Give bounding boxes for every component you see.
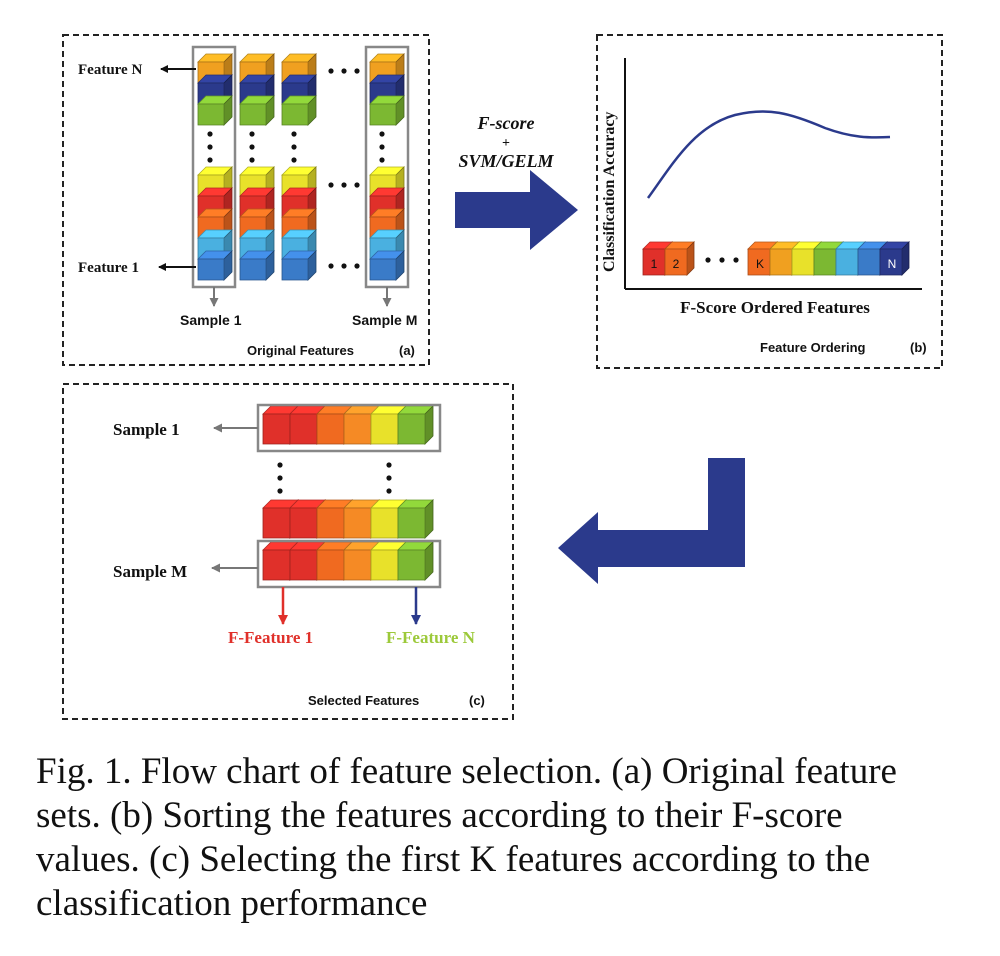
column-ellipsis-top (328, 68, 360, 74)
panel-a: Feature N Feature 1 Sample 1 Sample M Or… (62, 34, 430, 366)
panel-b-frame (596, 34, 943, 369)
sample-m-label: Sample M (352, 312, 417, 328)
caption-line-1: Fig. 1. Flow chart of feature selection.… (36, 751, 897, 792)
arrow-label-fscore: F-score (477, 113, 535, 133)
feature-cube (197, 95, 233, 126)
accuracy-curve (646, 110, 891, 199)
cube-label-1: 1 (651, 257, 658, 271)
arrow-label-svm-gelm: SVM/GELM (458, 151, 554, 171)
cube-label-n: N (888, 257, 897, 271)
feature-cube (397, 541, 434, 581)
ordered-features-ellipsis (705, 257, 739, 263)
flow-arrow-a-to-b: F-score + SVM/GELM (455, 113, 578, 250)
feature-cube (397, 405, 434, 445)
panel-c-frame (62, 383, 514, 720)
panel-c-title: Selected Features (308, 693, 419, 708)
panel-a-frame (62, 34, 430, 366)
f-feature-n-label: F-Feature N (386, 628, 476, 647)
panel-a-tag: (a) (399, 343, 415, 358)
feature-cube (369, 95, 405, 126)
feature-cube (369, 250, 405, 281)
rows-ellipsis-vertical (277, 462, 392, 494)
ordered-feature-cubes (642, 241, 910, 276)
panel-c-tag: (c) (469, 693, 485, 708)
arrow-label-plus: + (502, 136, 510, 151)
panel-b-tag: (b) (910, 340, 927, 355)
feature-selection-diagram: Feature N Feature 1 Sample 1 Sample M Or… (62, 34, 943, 720)
cube-label-k: K (756, 257, 764, 271)
sample-1-row-label: Sample 1 (113, 420, 180, 439)
feature-1-label: Feature 1 (78, 260, 139, 276)
feature-cube (664, 241, 695, 276)
sample-m-row-label: Sample M (113, 562, 187, 581)
panel-a-title: Original Features (247, 343, 354, 358)
feature-cube (239, 95, 275, 126)
flow-arrow-b-to-c (558, 458, 745, 584)
x-axis-label: F-Score Ordered Features (680, 298, 870, 317)
caption-line-3: values. (c) Selecting the first K featur… (36, 839, 871, 880)
selected-feature-rows (262, 405, 434, 581)
caption-line-4: classification performance (36, 883, 428, 924)
panel-c: Sample 1 Sample M F-Feature 1 F-Feature … (62, 383, 514, 720)
feature-cube (197, 250, 233, 281)
feature-cube (281, 250, 317, 281)
row-ellipsis-vertical (207, 131, 385, 163)
panel-b: Classification Accuracy 1 2 K N F-Score … (596, 34, 943, 369)
sample-1-label: Sample 1 (180, 312, 242, 328)
f-feature-1-label: F-Feature 1 (228, 628, 313, 647)
feature-cube (239, 250, 275, 281)
caption-line-2: sets. (b) Sorting the features according… (36, 795, 843, 836)
column-ellipsis-middle (328, 182, 360, 188)
sample-m-row-highlight (256, 539, 442, 589)
feature-cube (281, 95, 317, 126)
right-arrow-shape (455, 170, 578, 250)
column-ellipsis-bottom (328, 263, 360, 269)
panel-a-cube-columns (197, 53, 405, 281)
cube-label-2: 2 (673, 257, 680, 271)
panel-b-title: Feature Ordering (760, 340, 866, 355)
feature-cube (397, 499, 434, 539)
y-axis-label: Classification Accuracy (601, 112, 618, 272)
feature-n-label: Feature N (78, 62, 142, 78)
figure-caption: Fig. 1. Flow chart of feature selection.… (36, 750, 976, 926)
feature-cube (879, 241, 910, 276)
